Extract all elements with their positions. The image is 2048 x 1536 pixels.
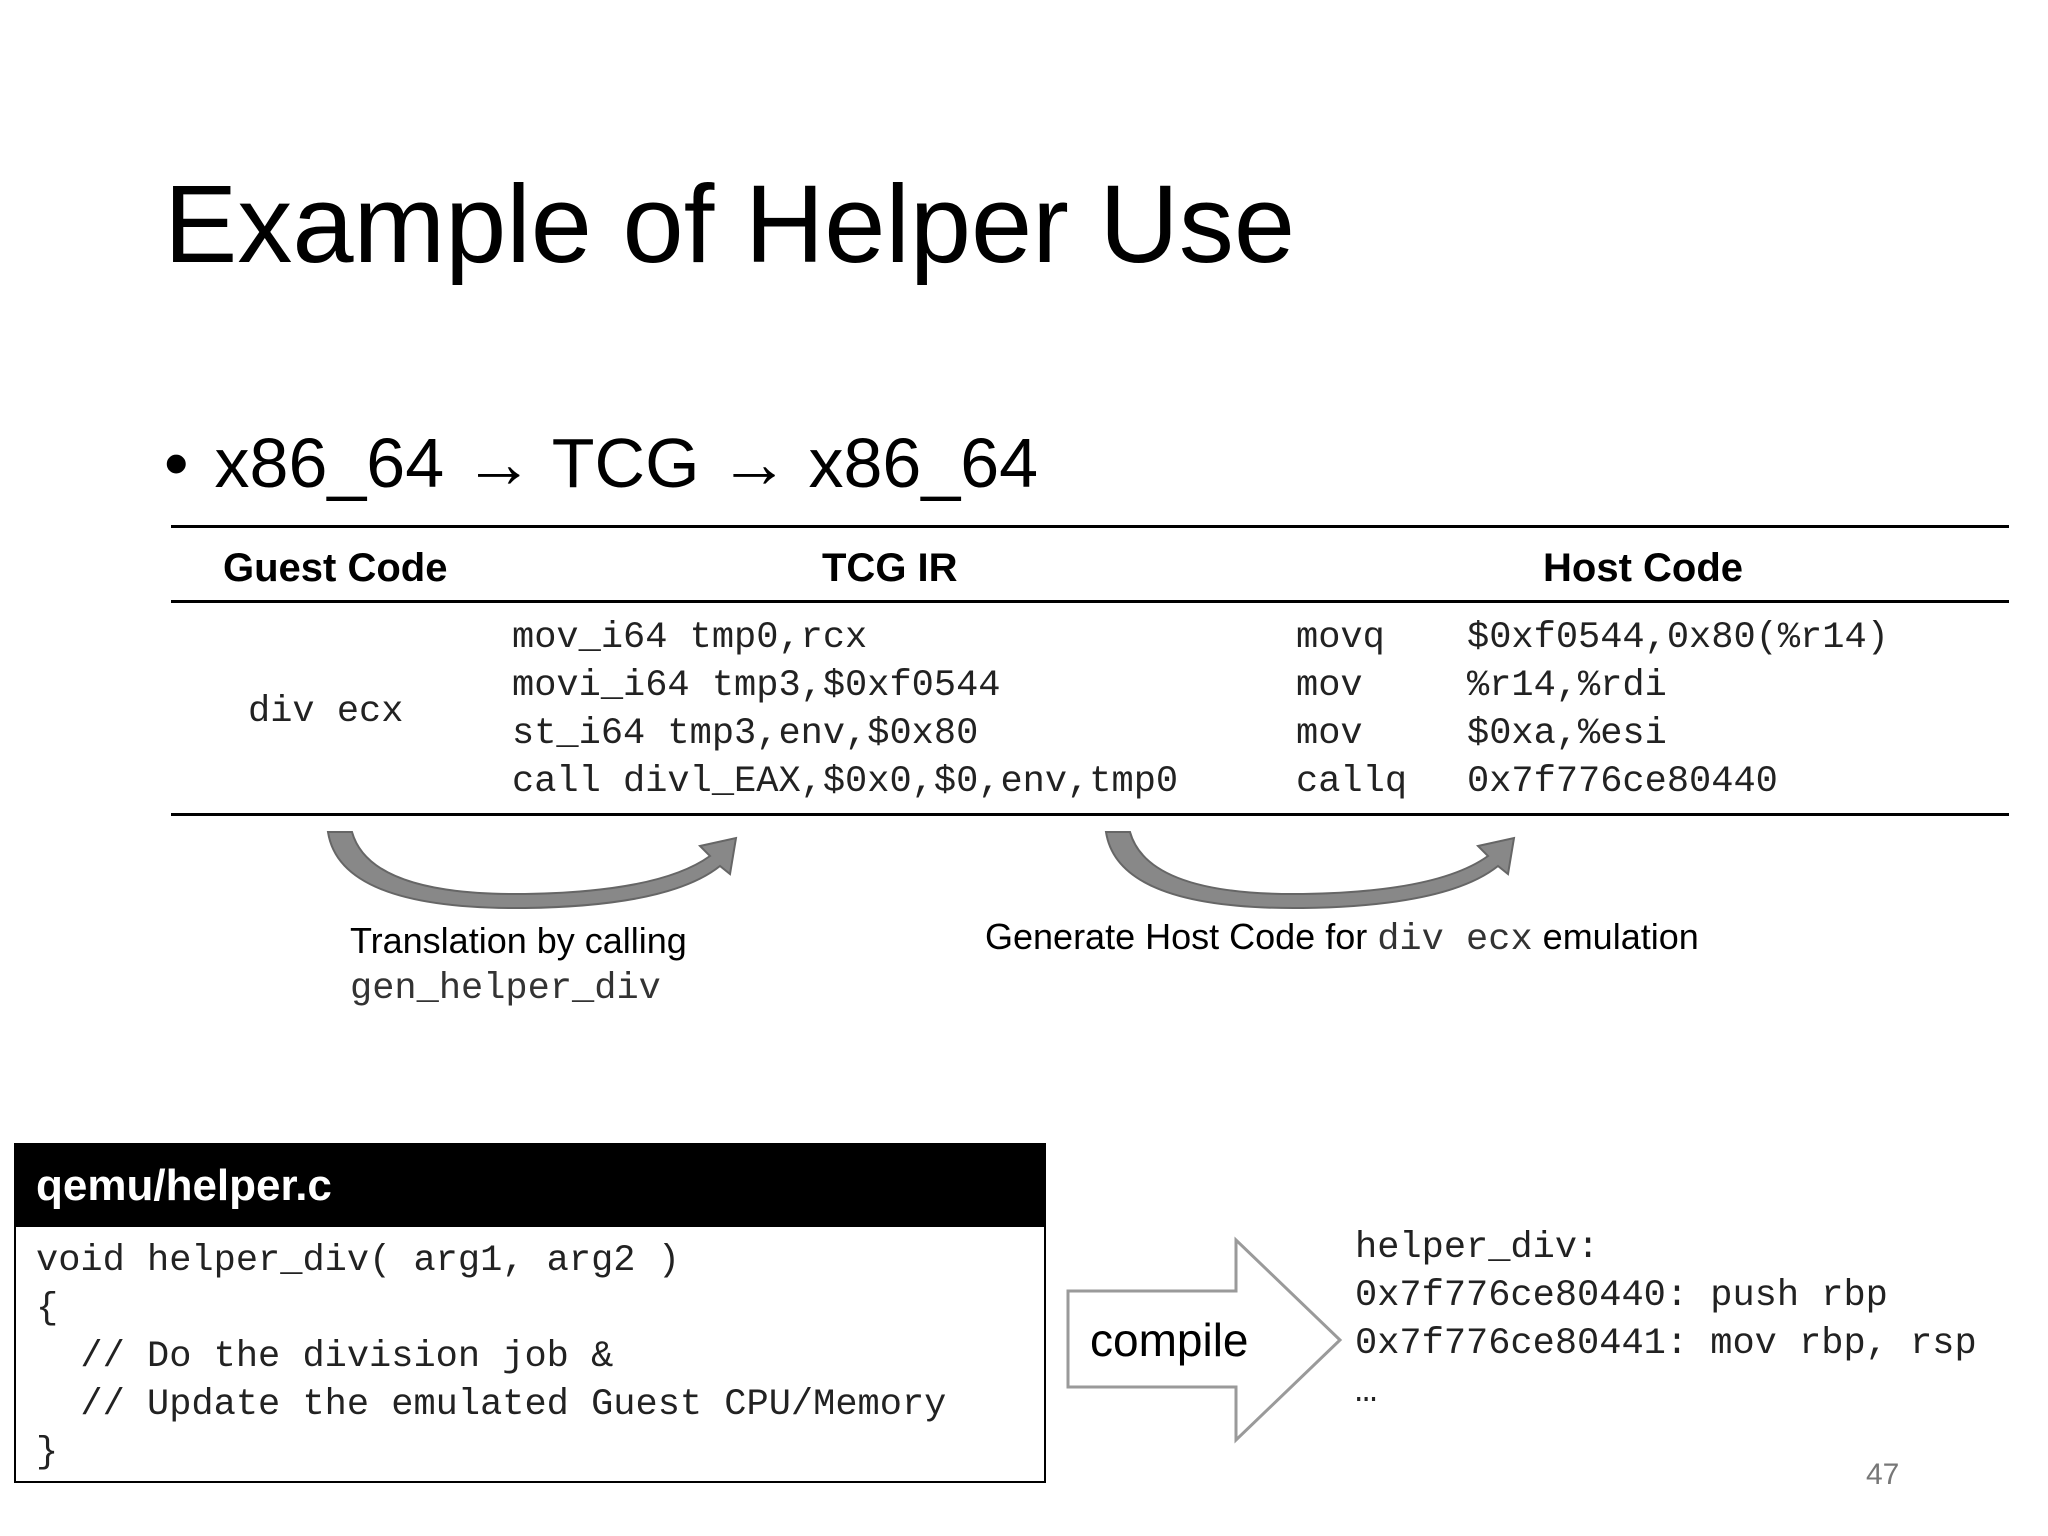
page-number: 47	[1866, 1458, 1900, 1491]
bullet-dot: •	[164, 424, 189, 502]
header-host-code: Host Code	[1543, 546, 1743, 590]
bullet-point: • x86_64 → TCG → x86_64	[164, 418, 1038, 508]
asm-line: 0x7f776ce80440: push rbp	[1355, 1275, 1888, 1317]
table-bottom-rule	[171, 813, 2009, 816]
helper-code-line: }	[36, 1432, 59, 1474]
ir-line: st_i64 tmp3,env,$0x80	[512, 713, 979, 755]
helper-code-line: {	[36, 1288, 59, 1330]
host-op: callq	[1296, 761, 1408, 803]
asm-line: …	[1355, 1371, 1378, 1413]
host-code-args: $0xf0544,0x80(%r14) %r14,%rdi $0xa,%esi …	[1467, 614, 1889, 806]
host-op: mov	[1296, 665, 1363, 707]
host-op: movq	[1296, 617, 1385, 659]
host-caption-prefix: Generate Host Code for	[985, 916, 1368, 957]
translation-caption-text: Translation by calling	[350, 920, 687, 961]
ir-line: call divl_EAX,$0x0,$0,env,tmp0	[512, 761, 1179, 803]
header-tcg-ir: TCG IR	[822, 546, 958, 590]
ir-line: mov_i64 tmp0,rcx	[512, 617, 868, 659]
header-guest-code: Guest Code	[223, 546, 448, 590]
helper-code-line: // Do the division job &	[36, 1336, 614, 1378]
ir-line: movi_i64 tmp3,$0xf0544	[512, 665, 1001, 707]
guest-code-cell: div ecx	[248, 691, 404, 733]
curved-arrow-icon	[1104, 831, 1516, 910]
host-args: %r14,%rdi	[1467, 665, 1667, 707]
host-args: 0x7f776ce80440	[1467, 761, 1778, 803]
compiled-asm-block: helper_div: 0x7f776ce80440: push rbp 0x7…	[1355, 1224, 1977, 1416]
helper-file-title: qemu/helper.c	[16, 1145, 1044, 1227]
table-top-rule	[171, 525, 2009, 528]
tcg-ir-cell: mov_i64 tmp0,rcx movi_i64 tmp3,$0xf0544 …	[512, 614, 1178, 806]
helper-file-box: qemu/helper.c void helper_div( arg1, arg…	[14, 1143, 1046, 1483]
translation-caption-code: gen_helper_div	[350, 968, 661, 1010]
host-code-caption: Generate Host Code for div ecx emulation	[985, 913, 1699, 964]
host-code-ops: movq mov mov callq	[1296, 614, 1407, 806]
compile-arrow-icon	[1066, 1236, 1343, 1444]
slide-title: Example of Helper Use	[164, 163, 1296, 286]
host-args: $0xa,%esi	[1467, 713, 1667, 755]
host-args: $0xf0544,0x80(%r14)	[1467, 617, 1889, 659]
host-caption-suffix: emulation	[1542, 916, 1699, 957]
helper-code-line: // Update the emulated Guest CPU/Memory	[36, 1384, 947, 1426]
host-op: mov	[1296, 713, 1363, 755]
host-caption-code: div ecx	[1377, 919, 1533, 961]
table-header-rule	[171, 600, 2009, 603]
asm-line: helper_div:	[1355, 1227, 1600, 1269]
curved-arrow-icon	[326, 831, 738, 910]
helper-code-block: void helper_div( arg1, arg2 ) { // Do th…	[36, 1237, 946, 1477]
helper-code-line: void helper_div( arg1, arg2 )	[36, 1240, 680, 1282]
asm-line: 0x7f776ce80441: mov rbp, rsp	[1355, 1323, 1977, 1365]
compile-label: compile	[1090, 1314, 1249, 1366]
translation-caption: Translation by calling gen_helper_div	[350, 917, 687, 1013]
bullet-text: x86_64 → TCG → x86_64	[214, 424, 1039, 502]
